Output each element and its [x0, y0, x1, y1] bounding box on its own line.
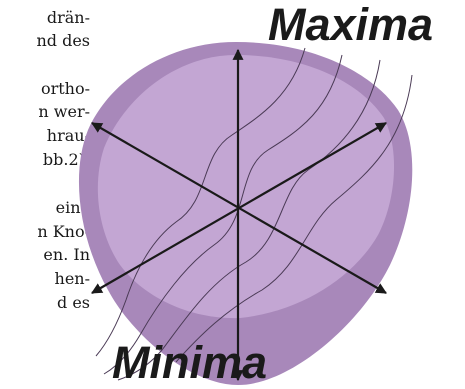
text-line: bb.2). — [42, 150, 90, 169]
text-line: n wer- — [38, 102, 90, 121]
arrow-diagonal-up — [91, 122, 387, 294]
label-minima: Minima — [112, 337, 268, 388]
text-line: ortho- — [40, 79, 90, 98]
label-maxima: Maxima — [268, 0, 434, 50]
text-line: en. In — [43, 245, 90, 264]
diameter-arrows — [91, 48, 387, 382]
text-line: n Kno- — [37, 222, 90, 241]
text-line: d es — [56, 293, 90, 312]
text-line: nd des — [36, 31, 90, 50]
text-line: hrau- — [46, 126, 90, 145]
text-line: hen- — [54, 269, 90, 288]
text-line: drän- — [46, 8, 90, 27]
